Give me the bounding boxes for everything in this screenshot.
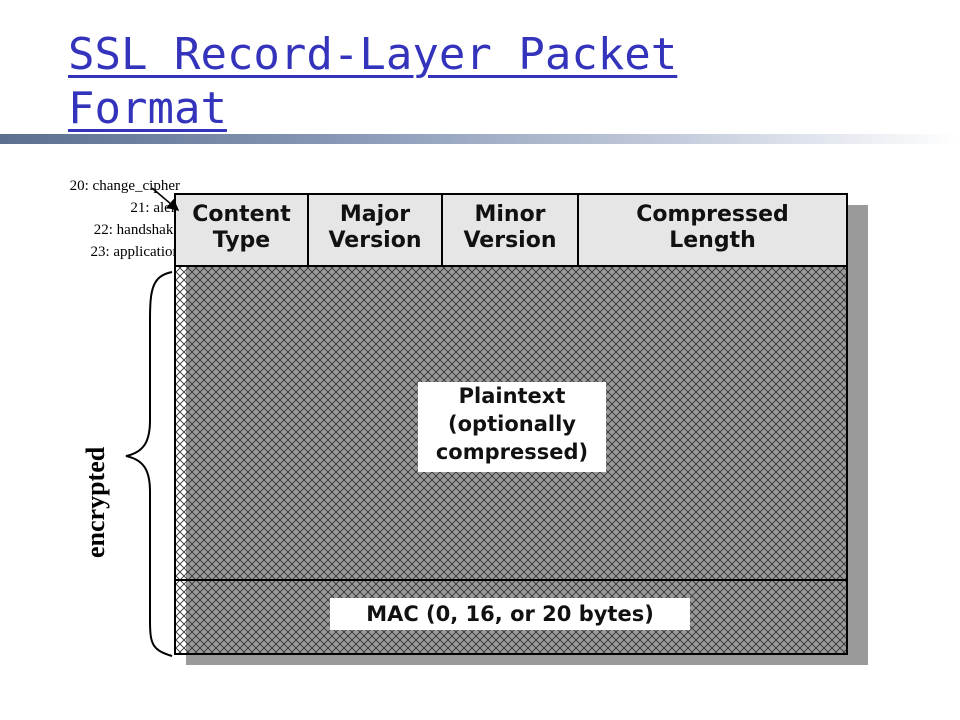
title-line-2: Format [68, 83, 227, 134]
title-gradient-bar [0, 134, 960, 144]
type-code-22: 22: handshake [93, 222, 180, 238]
mac-label: MAC (0, 16, or 20 bytes) [330, 598, 690, 630]
field-content-type: Content Type [192, 202, 291, 253]
field-compressed-length: Compressed Length [636, 202, 789, 253]
slide-title: SSL Record-Layer Packet Format [68, 28, 748, 136]
type-arrow [151, 187, 180, 211]
plaintext-label: Plaintext (optionally compressed) [418, 382, 606, 472]
type-code-23: 23: application [90, 244, 180, 260]
field-major-version: Major Version [328, 202, 422, 253]
encrypted-brace [125, 271, 173, 657]
type-code-20: 20: change_cipher [69, 178, 180, 194]
encrypted-label: encrypted [81, 446, 110, 558]
content-type-codes: 20: change_cipher 21: alert 22: handshak… [10, 175, 180, 263]
field-minor-version: Minor Version [463, 202, 557, 253]
title-line-1: SSL Record-Layer Packet [68, 29, 678, 80]
